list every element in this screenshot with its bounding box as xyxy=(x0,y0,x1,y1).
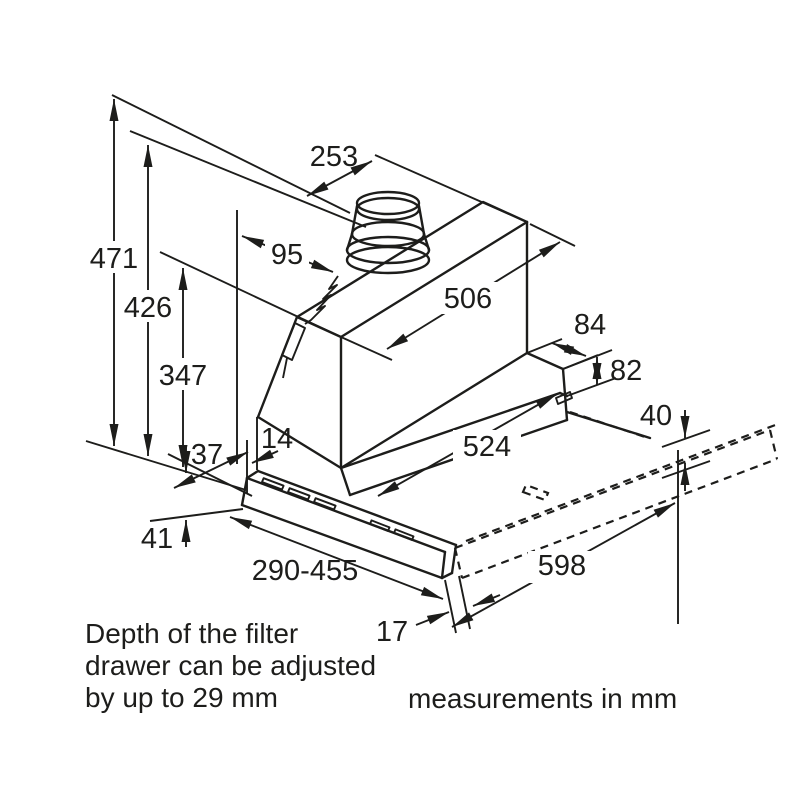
power-cord xyxy=(281,275,339,379)
dimension-labels: 471 426 347 95 253 506 84 82 524 40 41 3… xyxy=(90,141,672,648)
dim-label-598: 598 xyxy=(538,550,586,582)
drawer-cutout-dashed xyxy=(521,483,550,502)
dim-line-290-455 xyxy=(229,516,444,600)
dim-label-347: 347 xyxy=(159,360,207,392)
dim-line-253 xyxy=(306,160,373,197)
dim-label-40: 40 xyxy=(640,400,672,432)
dim-label-17: 17 xyxy=(376,616,408,648)
dim-line-14 xyxy=(251,449,279,464)
dim-label-426: 426 xyxy=(124,292,172,324)
label-backgrounds xyxy=(86,239,596,583)
dim-label-84: 84 xyxy=(574,309,606,341)
dim-line-17-left xyxy=(415,611,450,626)
dim-label-290-455: 290-455 xyxy=(252,555,358,587)
dim-label-471: 471 xyxy=(90,243,138,275)
dim-label-253: 253 xyxy=(310,141,358,173)
dim-label-37: 37 xyxy=(191,439,223,471)
dim-label-524: 524 xyxy=(463,431,511,463)
dim-line-84 xyxy=(551,342,587,357)
units-note: measurements in mm xyxy=(408,683,677,714)
dim-line-17-right xyxy=(472,593,501,607)
dim-label-82: 82 xyxy=(610,355,642,387)
filter-note-line1: Depth of the filter xyxy=(85,618,298,649)
dim-line-37 xyxy=(173,451,249,489)
dim-label-41: 41 xyxy=(141,523,173,555)
filter-note-line2: drawer can be adjusted xyxy=(85,650,376,681)
dim-label-14: 14 xyxy=(261,423,293,455)
dim-label-506: 506 xyxy=(444,283,492,315)
dim-label-95: 95 xyxy=(271,239,303,271)
filter-note-line3: by up to 29 mm xyxy=(85,682,278,713)
notes: Depth of the filter drawer can be adjust… xyxy=(85,618,677,714)
